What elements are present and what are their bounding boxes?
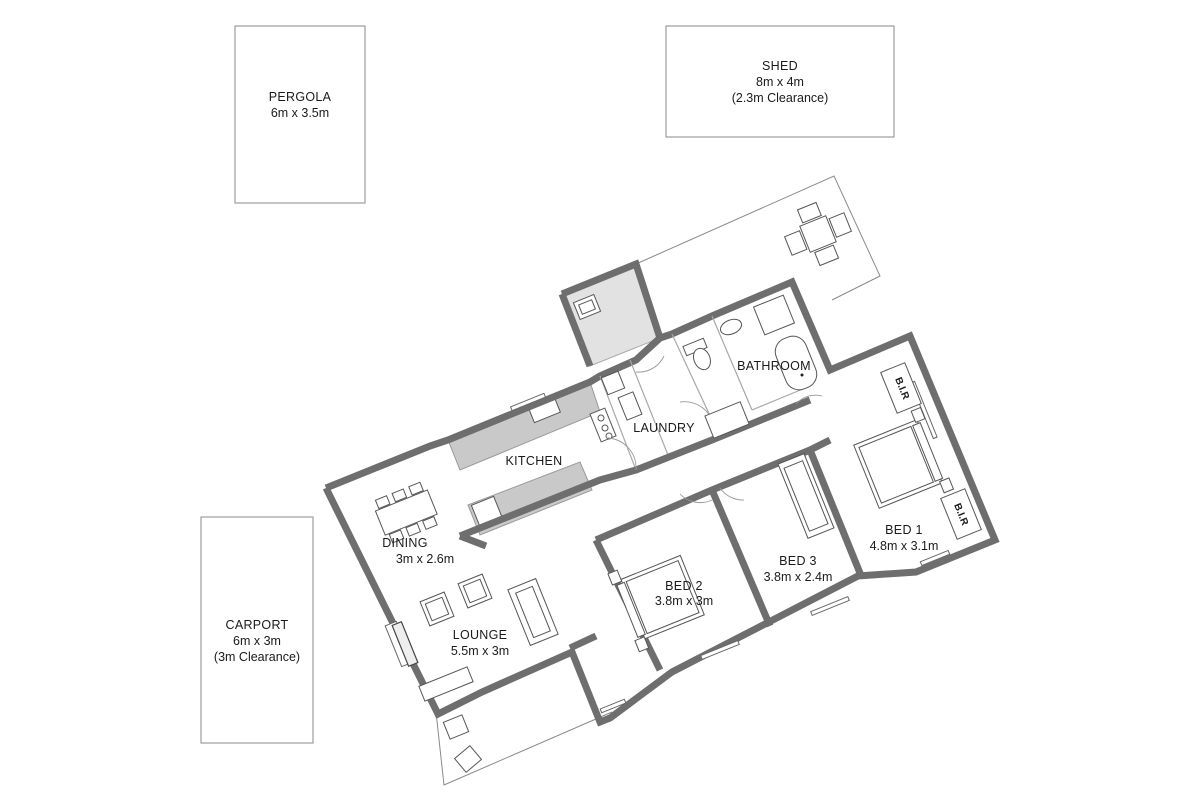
- lounge-dims: 5.5m x 3m: [451, 644, 509, 658]
- bed3-dims: 3.8m x 2.4m: [764, 570, 833, 584]
- pergola-dims: 6m x 3.5m: [271, 106, 329, 120]
- bathroom-label: BATHROOM: [737, 359, 811, 373]
- bed1-bed: [853, 406, 955, 509]
- built-in-robe-top: B.I.R: [880, 362, 922, 414]
- carport-name: CARPORT: [226, 618, 289, 632]
- tv-unit: [391, 620, 419, 668]
- daybed: [418, 666, 474, 702]
- toilet: [693, 347, 711, 371]
- front-chairs: [442, 714, 483, 774]
- bed2-label: BED 2: [665, 579, 703, 593]
- bed1-label: BED 1: [885, 523, 923, 537]
- lounge-label: LOUNGE: [453, 628, 508, 642]
- built-in-robe-bottom: B.I.R: [940, 488, 982, 540]
- linen-cupboard: [704, 401, 750, 439]
- laundry-tub: [600, 370, 626, 396]
- carport: CARPORT 6m x 3m (3m Clearance): [200, 516, 314, 744]
- dining-label: DINING: [382, 536, 428, 550]
- bathroom-fixtures: [600, 294, 818, 421]
- bed3-label: BED 3: [779, 554, 817, 568]
- pergola-name: PERGOLA: [269, 90, 332, 104]
- shed-clearance: (2.3m Clearance): [732, 91, 829, 105]
- carport-dims: 6m x 3m: [233, 634, 281, 648]
- laundry-label: LAUNDRY: [633, 421, 695, 435]
- rear-patio-setting: [783, 201, 853, 267]
- lounge-furniture: [391, 573, 559, 702]
- rear-yard-outline: [435, 175, 881, 786]
- dining-dims: 3m x 2.6m: [396, 552, 454, 566]
- doors: [605, 355, 823, 504]
- vanity-basin: [719, 318, 743, 336]
- bathtub: [774, 335, 818, 391]
- shower: [752, 294, 796, 336]
- dining-table-set: [374, 481, 438, 544]
- pergola: PERGOLA 6m x 3.5m: [234, 25, 366, 204]
- shed-dims: 8m x 4m: [756, 75, 804, 89]
- carport-clearance: (3m Clearance): [214, 650, 300, 664]
- bed1-dims: 4.8m x 3.1m: [870, 539, 939, 553]
- kitchen-label: KITCHEN: [506, 454, 563, 468]
- bed3-bed: [777, 453, 835, 539]
- shed: SHED 8m x 4m (2.3m Clearance): [665, 25, 895, 138]
- bed2-bed: [607, 554, 705, 653]
- porch-chair: [572, 293, 602, 321]
- shed-name: SHED: [762, 59, 798, 73]
- bed2-dims: 3.8m x 3m: [655, 594, 713, 608]
